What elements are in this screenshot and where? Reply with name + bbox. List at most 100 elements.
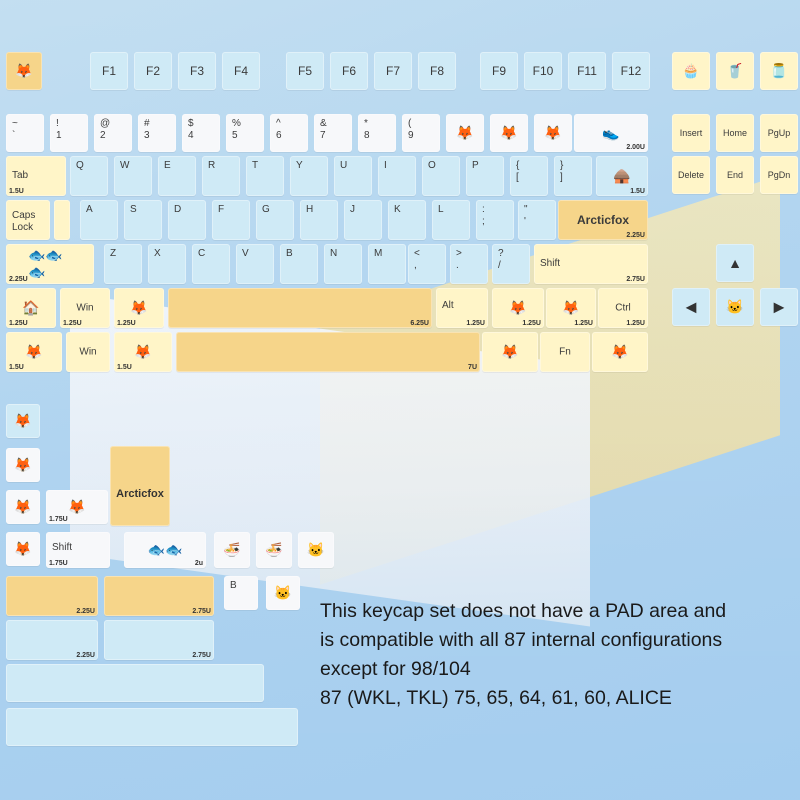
arrow-up-icon: ▲ <box>728 255 742 271</box>
key-o: O <box>422 156 460 196</box>
key-x: X <box>148 244 186 284</box>
fox-lamp-icon: 🦊 <box>68 498 86 515</box>
cat-face-icon: 🐱 <box>307 541 325 558</box>
fox-sit-key-3: 🦊 <box>6 532 40 566</box>
key-k: K <box>388 200 426 240</box>
key-6: ^ 6 <box>270 114 308 152</box>
fox-cart-icon: 🦊 <box>501 343 519 360</box>
key-w: W <box>114 156 152 196</box>
end-key: End <box>716 156 754 194</box>
esc-key: 🦊 <box>6 52 42 90</box>
fox-key-d: 🦊 <box>592 332 648 372</box>
jar-icon: 🫙 <box>770 62 788 79</box>
key-i: I <box>378 156 416 196</box>
fox-fish-icon: 🦊 <box>25 343 43 360</box>
caps-lock-key: Caps Lock <box>6 200 50 240</box>
fish-bowl-icon: 🍜 <box>265 541 283 558</box>
shift-275-blue-key: 2.75U <box>104 620 214 660</box>
leaping-fox-icon: 🦊 <box>456 124 474 141</box>
fox-house-icon: 🏠 <box>22 299 40 316</box>
f2-key: F2 <box>134 52 172 90</box>
key-3: # 3 <box>138 114 176 152</box>
key-r: R <box>202 156 240 196</box>
cat-key-2: 🐱 <box>266 576 300 610</box>
key-brace-close: } ] <box>554 156 592 196</box>
fox-key-c: 🦊 <box>482 332 538 372</box>
key-y: Y <box>290 156 328 196</box>
fox-sit-key-2: 🦊 <box>6 490 40 524</box>
cupcake-icon: 🧁 <box>682 62 700 79</box>
fox-sledge-icon: 🦊 <box>134 343 152 360</box>
key-8: * 8 <box>358 114 396 152</box>
key-f: F <box>212 200 250 240</box>
key-h: H <box>300 200 338 240</box>
shift-275-gold-key: 2.75U <box>104 576 214 616</box>
spacebar-blue-7u <box>6 708 298 746</box>
lalt-fox-key-7u: 🦊1.5U <box>114 332 172 372</box>
key-c: C <box>192 244 230 284</box>
arrow-down-key: 🐱 <box>716 288 754 326</box>
leaping-fox-icon: 🦊 <box>544 124 562 141</box>
fox-shop-icon: 🦊 <box>611 343 629 360</box>
f7-key: F7 <box>374 52 412 90</box>
fox-face-key-blue: 🦊 <box>6 404 40 438</box>
fox-sit-key: 🦊 <box>6 448 40 482</box>
key-p: P <box>466 156 504 196</box>
f1-key: F1 <box>90 52 128 90</box>
fox-shop-icon: 🦊 <box>562 299 580 316</box>
arrow-up-key: ▲ <box>716 244 754 282</box>
drink-icon: 🥤 <box>726 62 744 79</box>
f8-key: F8 <box>418 52 456 90</box>
key-b-extra: B <box>224 576 258 610</box>
bowl-key-1: 🍜 <box>214 532 250 568</box>
win-key-7u: Win <box>66 332 110 372</box>
backslash-key: 🛖1.5U <box>596 156 648 196</box>
key-brace-open: { [ <box>510 156 548 196</box>
f3-key: F3 <box>178 52 216 90</box>
compatibility-caption: This keycap set does not have a PAD area… <box>320 600 727 709</box>
f10-key: F10 <box>524 52 562 90</box>
shift-225-gold-key: 2.25U <box>6 576 98 616</box>
key-quote: " ' <box>518 200 556 240</box>
key-2: @ 2 <box>94 114 132 152</box>
key-v: V <box>236 244 274 284</box>
pgup-key: PgUp <box>760 114 798 152</box>
f6-key: F6 <box>330 52 368 90</box>
cat-face-icon: 🐱 <box>726 298 744 315</box>
lctrl-fox-key: 🏠1.25U <box>6 288 56 328</box>
key-5: % 5 <box>226 114 264 152</box>
fox-sitting-icon: 🦊 <box>14 498 32 515</box>
key-semicolon: : ; <box>476 200 514 240</box>
backspace-key: 👟2.00U <box>574 114 648 152</box>
key-j: J <box>344 200 382 240</box>
tilde-key: ~ ` <box>6 114 44 152</box>
fish-bowl-icon: 🍜 <box>223 541 241 558</box>
key-t: T <box>246 156 284 196</box>
arrow-left-key: ◀ <box>672 288 710 326</box>
fox-cart-icon: 🦊 <box>509 299 527 316</box>
fish-2u-key: 🐟🐟2u <box>124 532 206 568</box>
fox-sitting-icon: 🦊 <box>14 456 32 473</box>
cat-key: 🐱 <box>298 532 334 568</box>
fox-leap-key-2: 🦊 <box>490 114 528 152</box>
key-m: M <box>368 244 406 284</box>
key-1: ! 1 <box>50 114 88 152</box>
leaping-fox-icon: 🦊 <box>500 124 518 141</box>
fox-sitting-icon: 🦊 <box>14 540 32 557</box>
spacebar-625: 6.25U <box>168 288 432 328</box>
f11-key: F11 <box>568 52 606 90</box>
arrow-right-icon: ▶ <box>773 298 785 315</box>
iso-enter-key: Arcticfox <box>110 446 170 526</box>
igloo-icon: 🛖 <box>613 167 631 184</box>
left-shift-key: 🐟🐟🐟2.25U <box>6 244 94 284</box>
fox-key-a: 🦊1.25U <box>492 288 544 328</box>
key-u: U <box>334 156 372 196</box>
spacebar-7u: 7U <box>176 332 480 372</box>
fox-face-icon: 🦊 <box>15 62 33 79</box>
key-a: A <box>80 200 118 240</box>
key-7: & 7 <box>314 114 352 152</box>
